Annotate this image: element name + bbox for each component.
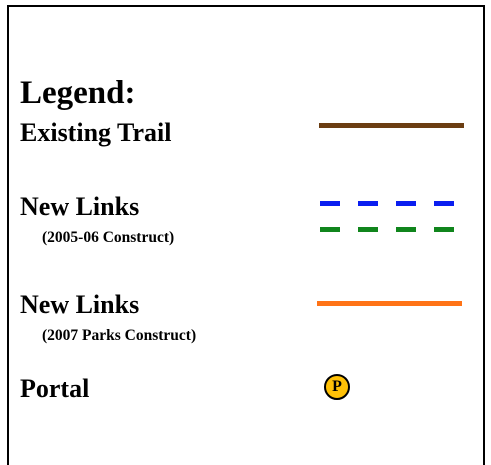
existing-trail-line-symbol [319, 123, 464, 128]
new-links-2005-green-dashed-symbol [320, 227, 454, 232]
existing-trail-label: Existing Trail [20, 118, 172, 147]
new-links-2005-blue-dashed-symbol [320, 201, 454, 206]
legend-title: Legend: [20, 75, 136, 111]
portal-icon: P [324, 374, 350, 400]
new-links-2007-label: New Links [20, 290, 140, 319]
legend-panel: Legend: Existing Trail New Links (2005-0… [7, 5, 485, 465]
portal-label: Portal [20, 374, 90, 403]
new-links-2007-sublabel: (2007 Parks Construct) [42, 327, 197, 344]
new-links-2005-label: New Links [20, 192, 140, 221]
new-links-2005-sublabel: (2005-06 Construct) [42, 229, 175, 246]
new-links-2007-line-symbol [317, 301, 462, 306]
